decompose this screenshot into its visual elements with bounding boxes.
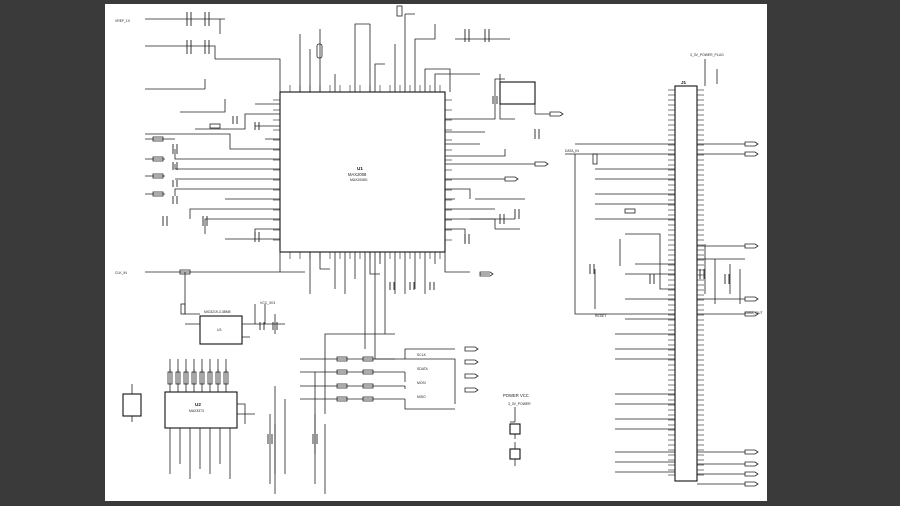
- bus-network: [267, 348, 455, 494]
- net-vcc33: VCC_3V3: [260, 301, 275, 305]
- connector-net-top: 3_3V_POWER_PLUG: [690, 53, 724, 57]
- ic-ldo-part: MIC5219-3.3BM5: [204, 310, 231, 314]
- schematic-drawing: U1 MAX2008 MAX2008G: [115, 5, 763, 494]
- ic-shift-part: MAX3373: [189, 409, 204, 413]
- net-data-out: DATA_OUT: [745, 311, 763, 315]
- net-mosi: MOSI: [417, 381, 426, 385]
- ic-main-ref: U1: [357, 166, 363, 171]
- net-sclk: SCLK: [417, 353, 427, 357]
- net-miso: MISO: [417, 395, 426, 399]
- connector-ref: J1: [681, 80, 687, 85]
- net-data-in: DATA_IN: [565, 149, 579, 153]
- net-labels: VREF_1V CLK_IN VCC_3V3 DATA_IN DATA_OUT …: [115, 19, 763, 399]
- ic-main-part: MAX2008: [348, 172, 367, 177]
- net-vref: VREF_1V: [115, 19, 131, 23]
- ic-shift: U2 MAX3373: [122, 359, 255, 479]
- power-block: POWER VCC 3_3V_POWER: [503, 393, 531, 466]
- power-title: POWER VCC: [503, 393, 529, 398]
- ic-main: U1 MAX2008 MAX2008G: [279, 91, 446, 253]
- connector-left-wiring: [565, 143, 745, 485]
- right-wiring: [445, 178, 525, 275]
- ic-shift-ref: U2: [195, 402, 201, 407]
- net-sdata: SDATA: [417, 367, 429, 371]
- power-net: 3_3V_POWER: [508, 402, 531, 406]
- ic-ldo-ref: U3: [217, 328, 221, 332]
- top-wiring: [316, 5, 550, 165]
- ic-ldo: MIC5219-3.3BM5 U3: [185, 304, 285, 345]
- left-wiring: [145, 18, 371, 315]
- schematic-sheet: U1 MAX2008 MAX2008G: [105, 4, 767, 501]
- left-passives: [152, 12, 260, 315]
- ic-main-sub: MAX2008G: [350, 178, 368, 182]
- net-clk: CLK_IN: [115, 271, 127, 275]
- net-flags: [464, 111, 759, 487]
- connector-j1: 3_3V_POWER_PLUG J1: [674, 53, 724, 482]
- bottom-wiring: [309, 252, 470, 404]
- net-reset: RESET: [595, 314, 606, 318]
- connector-pins: [668, 89, 704, 476]
